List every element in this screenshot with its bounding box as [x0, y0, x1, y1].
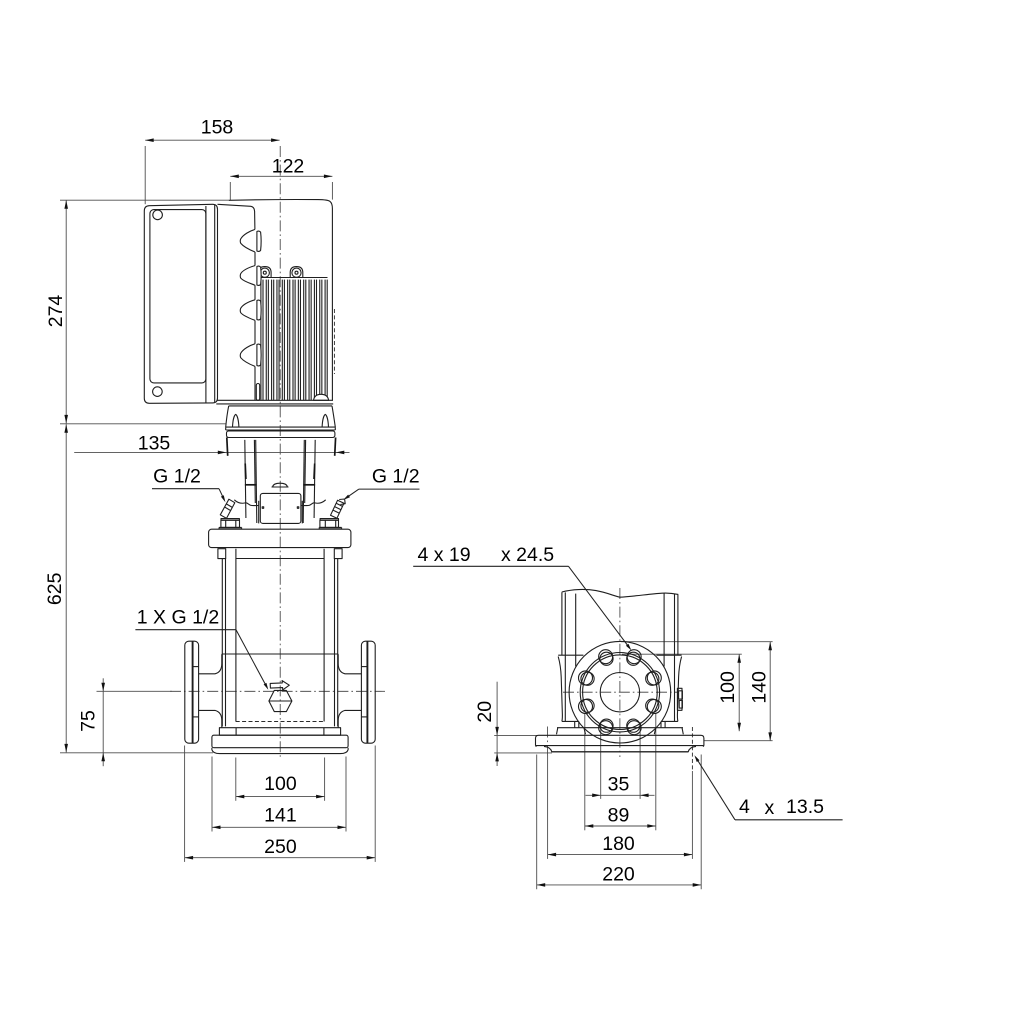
svg-text:75: 75	[77, 710, 99, 732]
svg-text:G 1/2: G 1/2	[153, 466, 201, 488]
svg-text:140: 140	[748, 671, 770, 704]
svg-text:x 24.5: x 24.5	[501, 544, 554, 566]
svg-text:35: 35	[608, 774, 630, 796]
svg-text:625: 625	[44, 572, 66, 605]
svg-text:158: 158	[201, 117, 234, 139]
svg-text:220: 220	[602, 864, 635, 886]
svg-text:180: 180	[602, 833, 635, 855]
svg-text:1 X G 1/2: 1 X G 1/2	[137, 607, 219, 629]
svg-text:100: 100	[264, 773, 297, 795]
svg-text:89: 89	[608, 805, 630, 827]
svg-text:122: 122	[272, 156, 305, 178]
svg-text:141: 141	[264, 804, 297, 826]
svg-text:4: 4	[739, 796, 750, 818]
svg-text:4 x 19: 4 x 19	[418, 544, 471, 566]
svg-text:13.5: 13.5	[786, 796, 824, 818]
svg-text:100: 100	[717, 671, 739, 704]
svg-text:274: 274	[45, 295, 67, 328]
svg-text:135: 135	[138, 433, 171, 455]
svg-text:20: 20	[474, 701, 496, 723]
svg-text:250: 250	[264, 836, 297, 858]
svg-text:G 1/2: G 1/2	[372, 465, 420, 487]
svg-text:x: x	[765, 797, 775, 819]
